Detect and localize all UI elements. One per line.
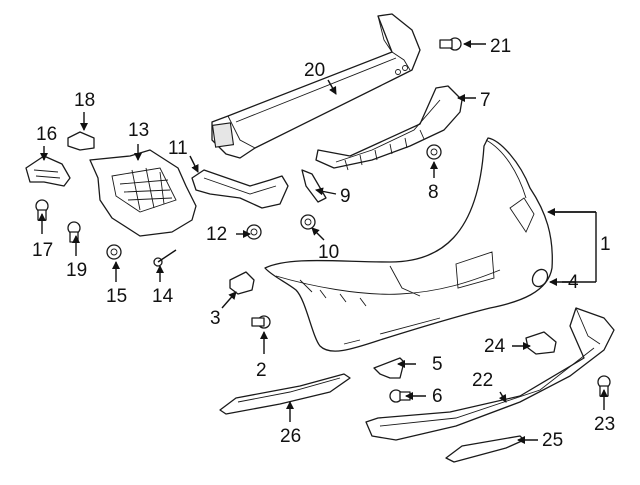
leader-lines — [38, 40, 608, 444]
callout-13: 13 — [128, 120, 149, 141]
nut-15 — [106, 244, 122, 260]
callout-15: 15 — [106, 286, 127, 307]
molding-26-drawing — [219, 373, 351, 415]
clip-18-drawing — [67, 131, 95, 151]
lower-valance-drawing — [365, 307, 615, 441]
callout-4: 4 — [568, 272, 579, 293]
callout-10: 10 — [318, 242, 339, 263]
energy-absorber-drawing — [315, 85, 463, 171]
callout-23: 23 — [594, 414, 615, 435]
callout-21: 21 — [490, 36, 511, 57]
callout-20: 20 — [304, 60, 325, 81]
nut-12 — [246, 224, 262, 240]
side-bracket-11-drawing — [191, 169, 289, 209]
callout-26: 26 — [280, 426, 301, 447]
clip-24-drawing — [525, 331, 557, 355]
nut-8 — [426, 144, 442, 160]
callout-12: 12 — [206, 224, 227, 245]
callout-24: 24 — [484, 336, 506, 357]
callout-6: 6 — [432, 386, 443, 407]
callout-labels: 1 2 3 4 5 6 7 8 9 10 11 12 13 14 15 16 1… — [32, 36, 615, 451]
clip-3-drawing — [229, 271, 255, 295]
callout-22: 22 — [472, 370, 493, 391]
callout-17: 17 — [32, 240, 53, 261]
callout-7: 7 — [480, 90, 491, 111]
reinforcement-beam-drawing — [211, 13, 421, 159]
callout-16: 16 — [36, 124, 57, 145]
callout-5: 5 — [432, 354, 443, 375]
side-bracket-13-drawing — [89, 149, 197, 237]
callout-11: 11 — [168, 138, 188, 159]
bracket-5-drawing — [373, 357, 405, 379]
tow-cover-drawing — [531, 268, 549, 288]
bumper-cover-drawing — [264, 137, 553, 352]
callout-8: 8 — [428, 182, 439, 203]
callout-18: 18 — [74, 90, 95, 111]
callout-19: 19 — [66, 260, 87, 281]
callout-9: 9 — [340, 186, 351, 207]
bracket-9-drawing — [301, 169, 327, 203]
callout-14: 14 — [152, 286, 174, 307]
callout-2: 2 — [256, 360, 267, 381]
nut-10 — [300, 214, 316, 230]
callout-25: 25 — [542, 430, 563, 451]
callout-1: 1 — [600, 234, 611, 255]
molding-25-drawing — [445, 435, 525, 463]
callout-3: 3 — [210, 308, 221, 329]
